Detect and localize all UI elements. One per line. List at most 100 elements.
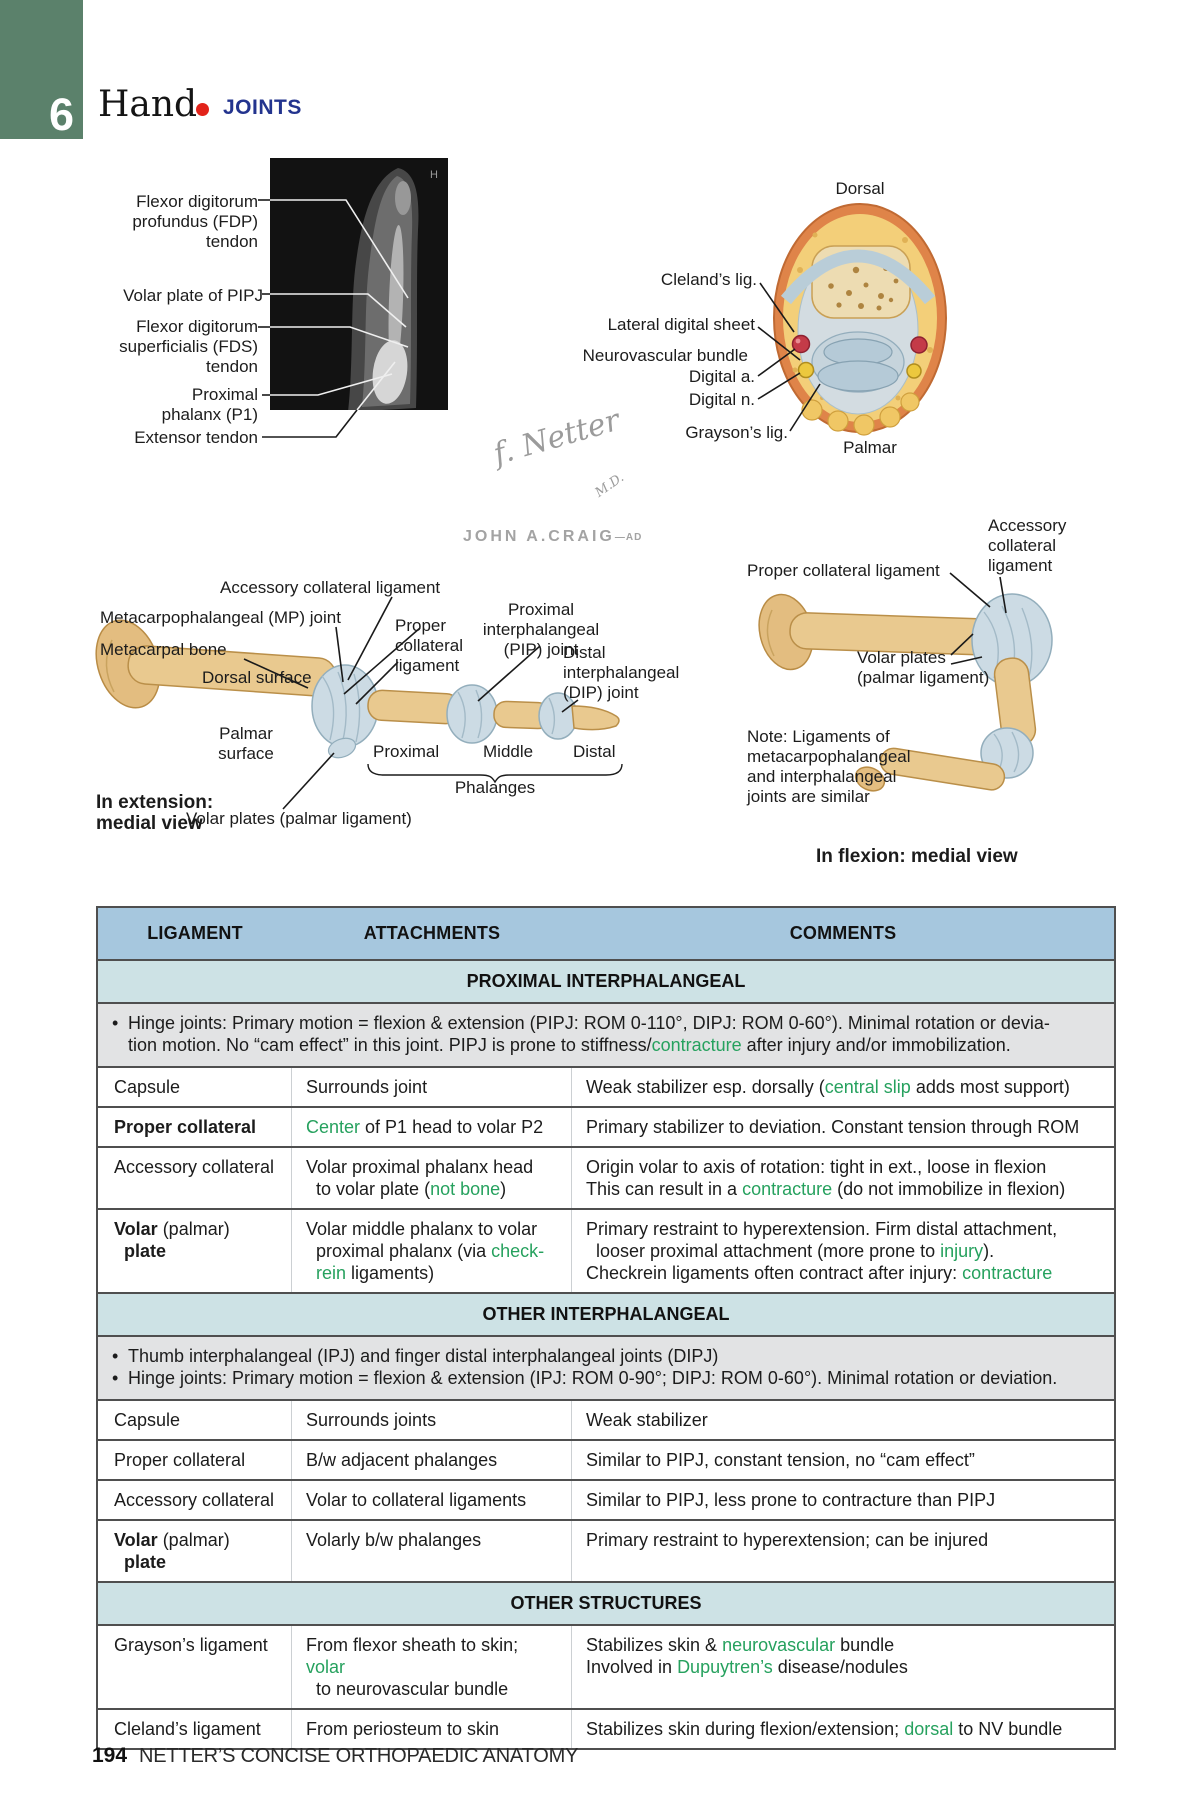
table-row: Volar (palmar) plate Volarly b/w phalang… — [98, 1521, 1114, 1583]
label-extensor-tendon: Extensor tendon — [134, 428, 258, 447]
label-fds-tendon: Flexor digitorum superficialis (FDS) ten… — [119, 317, 258, 376]
fdp-tendon-section — [817, 360, 899, 392]
table-row: Proper collateral Center of P1 head to v… — [98, 1108, 1114, 1148]
cell-comments: Weak stabilizer esp. dorsally (central s… — [586, 1077, 1070, 1097]
cell-ligament: Proper collateral — [98, 1108, 292, 1146]
extension-illustration — [95, 619, 620, 759]
ligament-table: LIGAMENT ATTACHMENTS COMMENTS PROXIMAL I… — [96, 906, 1116, 1750]
table-header-row: LIGAMENT ATTACHMENTS COMMENTS — [98, 908, 1114, 961]
note-bullet-icon: • — [112, 1368, 119, 1388]
note-bullet-icon: • — [112, 1013, 119, 1033]
table-row: Cleland’s ligament From periosteum to sk… — [98, 1710, 1114, 1748]
label-lateral-digital-sheet: Lateral digital sheet — [607, 315, 755, 334]
label-digital-nerve: Digital n. — [688, 390, 755, 409]
label-neurovascular-bundle: Neurovascular bundle — [582, 346, 748, 365]
cell-attachments: Surrounds joint — [292, 1068, 572, 1106]
section-band-other-structures: OTHER STRUCTURES — [98, 1583, 1114, 1626]
section-band-other-interphalangeal: OTHER INTERPHALANGEAL — [98, 1294, 1114, 1337]
pip-joint-ligament-wrap — [446, 684, 498, 744]
cell-attachments: Volar middle phalanx to volar proximal p… — [292, 1210, 572, 1292]
label-metacarpal-bone: Metacarpal bone — [100, 640, 227, 659]
col-header-attachments: ATTACHMENTS — [363, 923, 501, 943]
cell-ligament: Capsule — [98, 1401, 292, 1439]
mri-orientation-marker: H — [430, 169, 438, 181]
label-dorsal: Dorsal — [835, 179, 885, 198]
flexion-illustration — [758, 593, 1053, 792]
label-mp-joint: Metacarpophalangeal (MP) joint — [100, 608, 341, 627]
cell-ligament: Proper collateral — [98, 1441, 292, 1479]
fat-lobules — [801, 392, 920, 436]
section-title: JOINTS — [223, 96, 302, 119]
cell-comments: Primary restraint to hyperextension; can… — [586, 1530, 989, 1550]
label-fdp-tendon: Flexor digitorum profundus (FDP) tendon — [132, 192, 258, 251]
cell-attachments: Volar proximal phalanx head to volar pla… — [292, 1148, 572, 1208]
footer-book-title: NETTER’S CONCISE ORTHOPAEDIC ANATOMY — [139, 1745, 579, 1767]
craig-signature-suffix: —AD — [614, 532, 643, 543]
table-row: Accessory collateral Volar to collateral… — [98, 1481, 1114, 1521]
table-row: Grayson’s ligament From flexor sheath to… — [98, 1626, 1114, 1710]
label-dip-joint: Distal interphalangeal (DIP) joint — [563, 643, 680, 702]
cell-ligament: Volar (palmar) plate — [98, 1210, 292, 1292]
note-bullet-icon: • — [112, 1346, 119, 1366]
note-ligaments-similar: Note: Ligaments of metacarpophalangeal a… — [747, 727, 911, 806]
table-row: Accessory collateral Volar proximal phal… — [98, 1148, 1114, 1210]
label-phalanges: Phalanges — [454, 778, 536, 797]
label-digital-artery: Digital a. — [688, 367, 755, 386]
table-row: Capsule Surrounds joints Weak stabilizer — [98, 1401, 1114, 1441]
note-line: • Hinge joints: Primary motion = flexion… — [112, 1367, 1100, 1389]
cell-ligament: Volar (palmar) plate — [98, 1521, 292, 1581]
digital-nerve-right — [906, 363, 922, 379]
cell-ligament: Capsule — [98, 1068, 292, 1106]
cross-section-leaders — [757, 282, 821, 432]
cell-comments: Primary stabilizer to deviation. Constan… — [586, 1117, 1080, 1137]
table-row: Capsule Surrounds joint Weak stabilizer … — [98, 1068, 1114, 1108]
label-distal-phalanx-word: Distal — [573, 742, 616, 761]
caption-in-extension: In extension: medial view — [96, 792, 214, 834]
chapter-number: 6 — [48, 89, 74, 140]
cell-comments: Similar to PIPJ, less prone to contractu… — [586, 1490, 996, 1510]
section-band-proximal-interphalangeal: PROXIMAL INTERPHALANGEAL — [98, 961, 1114, 1004]
cell-attachments: Volar to collateral ligaments — [292, 1481, 572, 1519]
digital-nerve-left — [797, 361, 815, 379]
note-text: Hinge joints: Primary motion = flexion &… — [128, 1013, 1050, 1055]
craig-signature: JOHN A.CRAIG—AD — [463, 528, 642, 546]
craig-signature-name: JOHN A.CRAIG — [463, 528, 615, 545]
label-grayson-lig: Grayson’s lig. — [685, 423, 788, 442]
cell-comments: Primary restraint to hyperextension. Fir… — [586, 1219, 1058, 1283]
note-line: • Hinge joints: Primary motion = flexion… — [112, 1012, 1100, 1056]
cell-comments: Stabilizes skin during flexion/extension… — [586, 1719, 1063, 1739]
extensor-hood-band — [780, 249, 936, 305]
col-header-ligament: LIGAMENT — [147, 923, 243, 943]
cell-ligament: Cleland’s ligament — [98, 1710, 292, 1748]
figure-artwork: H — [95, 158, 1053, 810]
extension-leaders — [243, 596, 623, 810]
label-pip-joint: Proximal interphalangeal (PIP) joint — [482, 600, 600, 659]
cell-comments: Similar to PIPJ, constant tension, no “c… — [586, 1450, 975, 1470]
label-volar-plates-ext: Volar plates (palmar ligament) — [186, 809, 412, 828]
note-text: Hinge joints: Primary motion = flexion &… — [128, 1368, 1058, 1388]
flexion-leaders — [949, 572, 1007, 665]
cell-attachments: From periosteum to skin — [292, 1710, 572, 1748]
label-accessory-collateral-ext: Accessory collateral ligament — [220, 578, 441, 597]
label-cleland-lig: Cleland’s lig. — [660, 270, 757, 289]
table-row: Volar (palmar) plate Volar middle phalan… — [98, 1210, 1114, 1294]
cell-attachments: Center of P1 head to volar P2 — [292, 1108, 572, 1146]
label-proper-collateral-flex: Proper collateral ligament — [747, 561, 940, 580]
label-palmar: Palmar — [843, 438, 897, 457]
table-row: Proper collateral B/w adjacent phalanges… — [98, 1441, 1114, 1481]
label-accessory-collateral-flex: Accessory collateral ligament — [988, 516, 1067, 575]
label-proximal-phalanx: Proximal phalanx (P1) — [161, 385, 258, 424]
note-row-other-ip: • Thumb interphalangeal (IPJ) and finger… — [98, 1337, 1114, 1401]
cell-ligament: Accessory collateral — [98, 1148, 292, 1208]
cell-attachments: Surrounds joints — [292, 1401, 572, 1439]
cell-ligament: Grayson’s ligament — [98, 1626, 292, 1708]
note-line: • Thumb interphalangeal (IPJ) and finger… — [112, 1345, 1100, 1367]
col-header-comments: COMMENTS — [789, 923, 897, 943]
mri-label-leaders — [258, 199, 358, 438]
note-row-pip: • Hinge joints: Primary motion = flexion… — [98, 1004, 1114, 1068]
label-proximal-phalanx-word: Proximal — [373, 742, 440, 761]
cell-comments: Weak stabilizer — [586, 1410, 708, 1430]
label-volar-plate-pipj: Volar plate of PIPJ — [123, 286, 263, 305]
